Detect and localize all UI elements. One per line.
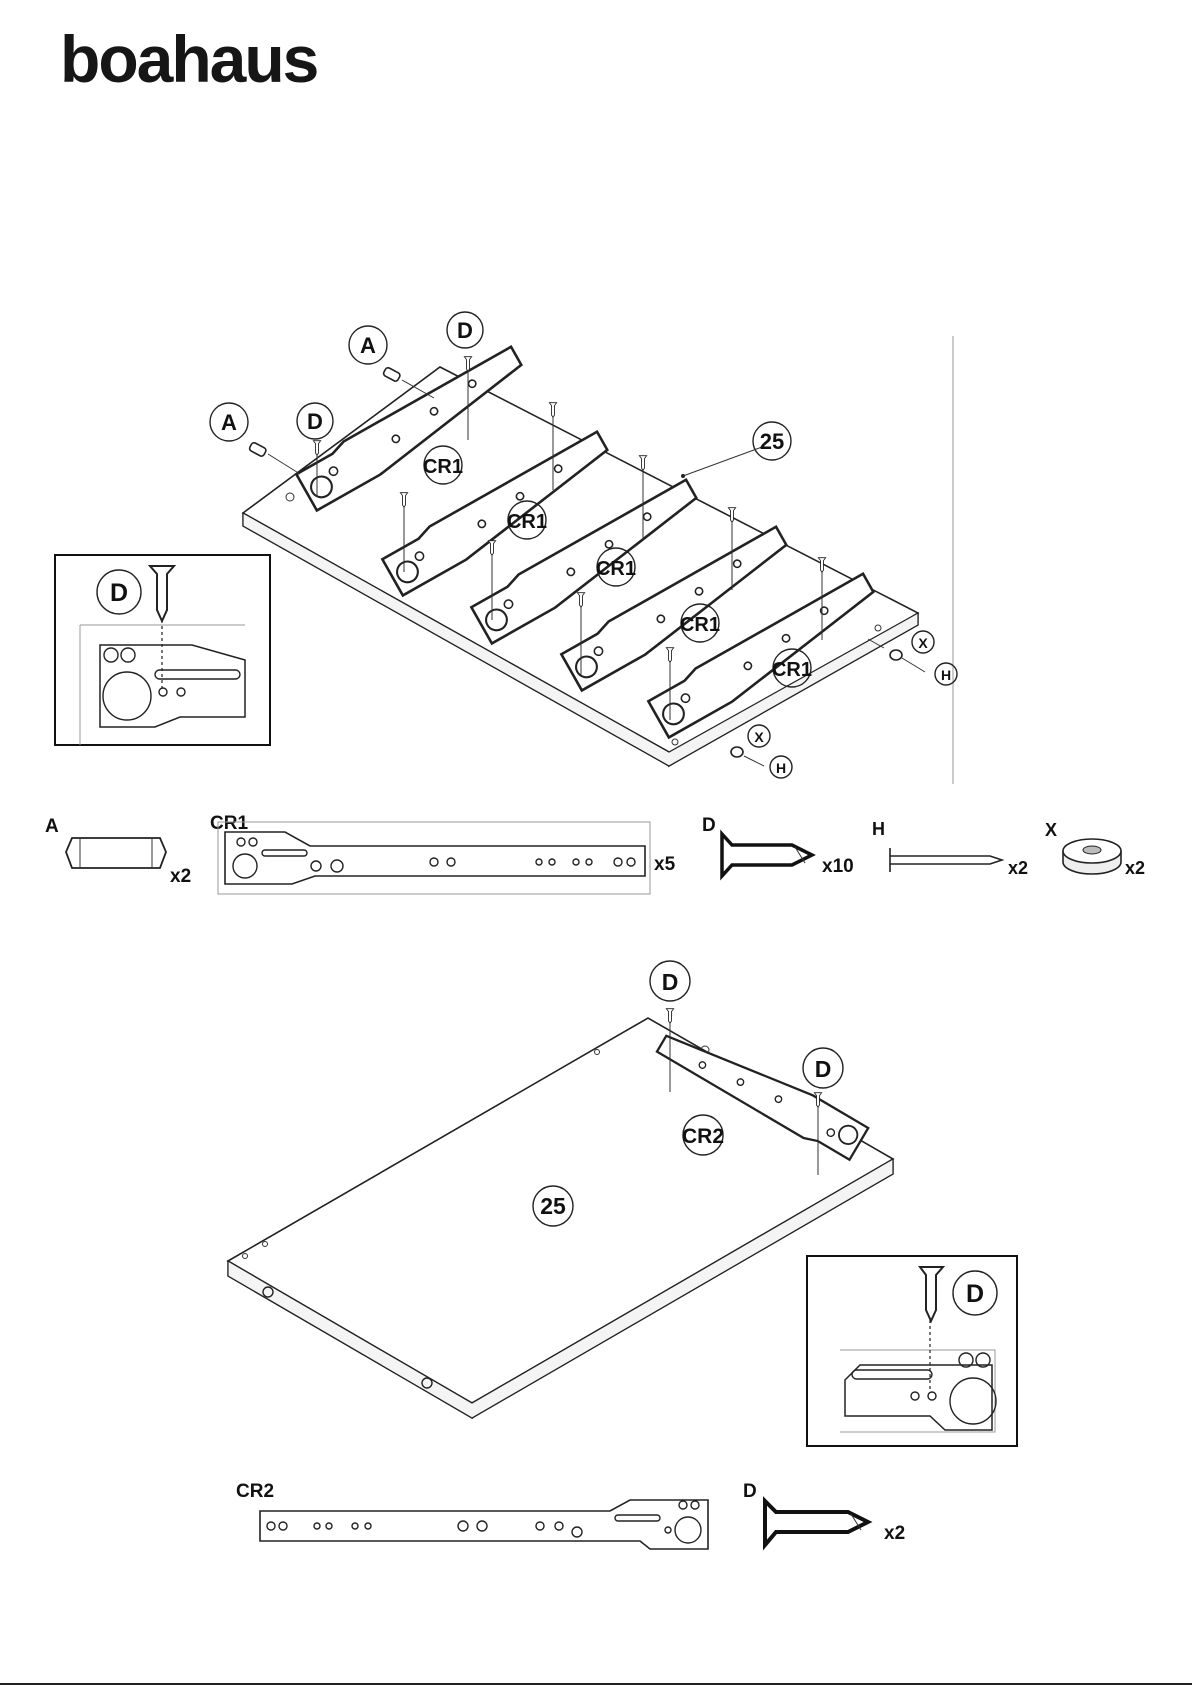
callout-a-1: A [210, 403, 248, 441]
detail-screw-label: D [110, 579, 128, 607]
part-qty: x10 [822, 856, 854, 877]
callout-h-2: H [770, 756, 792, 778]
step1-detail-inset: D [55, 555, 270, 745]
part-qty: x2 [1008, 858, 1028, 878]
part-a: A x2 [45, 816, 191, 887]
screw-icon [765, 1501, 868, 1545]
dowel-icon [66, 838, 166, 868]
panel-25-leader [683, 447, 762, 476]
callout-h-1: H [935, 663, 957, 685]
svg-text:CR2: CR2 [682, 1125, 724, 1148]
callout-x-2: X [748, 725, 770, 747]
svg-text:25: 25 [760, 429, 784, 454]
callout-d-step2-1: D [650, 961, 690, 1001]
step1-assembly: A A D D 25 CR1 CR1 CR1 [210, 312, 957, 784]
step2-assembly: D D CR2 25 [228, 961, 893, 1418]
part-qty: x5 [654, 854, 676, 875]
part-h: H x2 [872, 819, 1028, 878]
part-cr1: CR1 x5 [210, 813, 676, 894]
part-label: D [743, 1481, 757, 1502]
svg-text:D: D [457, 318, 473, 343]
part-label: H [872, 819, 885, 839]
svg-text:H: H [941, 667, 951, 683]
callout-x-1: X [912, 631, 934, 653]
callout-a-2: A [349, 326, 387, 364]
svg-text:25: 25 [540, 1193, 566, 1219]
glide-x-2 [731, 747, 764, 766]
svg-text:CR1: CR1 [680, 614, 720, 636]
part-qty: x2 [170, 866, 191, 887]
part-label: A [45, 816, 59, 837]
glide-x-1 [868, 639, 925, 672]
part-cr2: CR2 [236, 1481, 708, 1549]
part-label: X [1045, 820, 1057, 840]
part-d-step2: D x2 [743, 1481, 905, 1545]
part-d: D x10 [702, 815, 854, 877]
svg-text:H: H [776, 760, 786, 776]
svg-text:CR1: CR1 [507, 511, 547, 533]
callout-d-1: D [297, 403, 333, 439]
part-qty: x2 [1125, 858, 1145, 878]
callout-d-step2-2: D [803, 1048, 843, 1088]
svg-text:X: X [754, 729, 764, 745]
part-label: CR1 [210, 813, 248, 834]
dowel-a-1 [249, 442, 300, 474]
callout-d-2: D [447, 312, 483, 348]
nail-icon [890, 848, 1002, 872]
step2-detail-inset: D [807, 1256, 1017, 1446]
svg-text:CR1: CR1 [423, 456, 463, 478]
glide-pad-icon [1063, 839, 1121, 874]
detail-screw-label: D [966, 1280, 984, 1308]
svg-text:CR1: CR1 [596, 558, 636, 580]
svg-text:CR1: CR1 [772, 659, 812, 681]
callout-panel-25: 25 [753, 422, 791, 460]
step1-parts-list: A x2 CR1 x5 D [45, 813, 1145, 894]
screw-icon [722, 834, 812, 876]
svg-text:X: X [918, 635, 928, 651]
svg-text:D: D [815, 1056, 832, 1082]
step2-parts-list: CR2 D x2 [236, 1481, 905, 1549]
part-qty: x2 [884, 1523, 905, 1544]
svg-text:A: A [221, 410, 237, 435]
svg-text:D: D [307, 409, 323, 434]
svg-text:A: A [360, 333, 376, 358]
part-label: D [702, 815, 716, 836]
svg-text:D: D [662, 969, 679, 995]
part-label: CR2 [236, 1481, 274, 1502]
screw-d [666, 1009, 673, 1024]
part-x: X x2 [1045, 820, 1145, 878]
